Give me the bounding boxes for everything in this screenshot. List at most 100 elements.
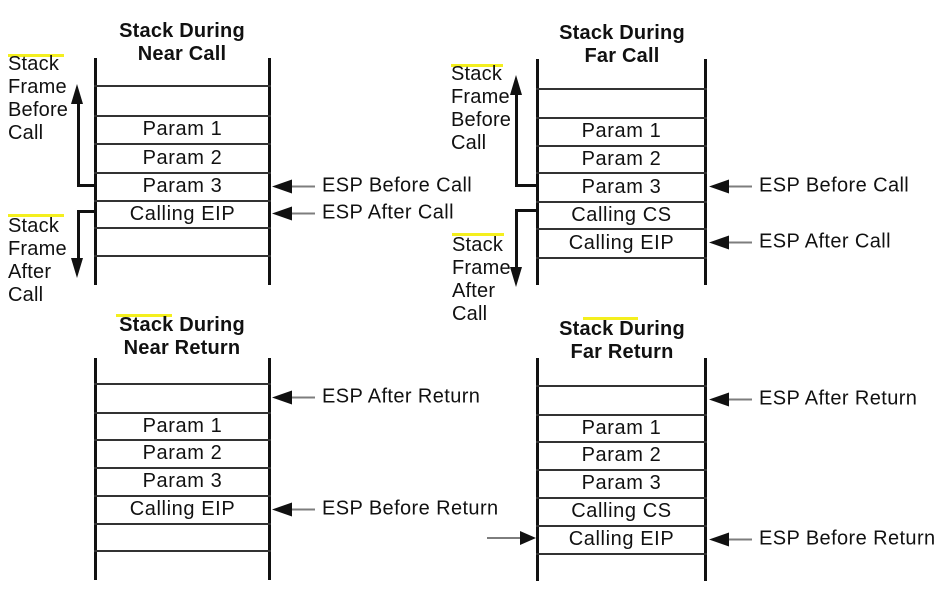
stack-cell-calling-eip: Calling EIP [568, 232, 675, 254]
frame-label-line: Frame [8, 238, 67, 260]
arrow-left-icon [272, 206, 292, 220]
row-line [536, 117, 707, 119]
row-line [536, 553, 707, 555]
arrow-line [292, 508, 315, 510]
frame-label-line: Call [8, 122, 44, 144]
far-call-title-line1: Stack During [559, 22, 685, 44]
frame-label-line: Stack [452, 234, 504, 256]
frame-label-line: After [452, 280, 496, 302]
row-line [94, 143, 271, 145]
row-line [536, 525, 707, 527]
frame-after-call-label: Stack Frame After Call [452, 234, 511, 326]
near-call-stack-right-edge [268, 58, 271, 285]
highlight-mark [116, 314, 172, 317]
frame-label-line: Before [451, 109, 512, 131]
esp-after-call-label: ESP After Call [759, 230, 891, 253]
stack-cell-calling-eip: Calling EIP [568, 528, 675, 550]
frame-before-bracket [77, 102, 80, 186]
row-line [536, 172, 707, 174]
frame-before-call-label: Stack Frame Before Call [8, 53, 68, 145]
near-return-title-line1: Stack During [119, 314, 245, 336]
frame-label-line: Stack [8, 53, 60, 75]
arrow-line [729, 398, 752, 400]
stack-cell-calling-eip: Calling EIP [129, 203, 236, 225]
arrow-left-icon [709, 392, 729, 406]
esp-before-call-annotation: ESP Before Call [272, 175, 472, 198]
arrow-left-icon [709, 235, 729, 249]
esp-after-return-annotation: ESP After Return [709, 388, 917, 411]
esp-before-return-label: ESP Before Return [322, 497, 499, 520]
far-call-title: Stack During Far Call [522, 22, 722, 68]
stack-cell-param2: Param 2 [142, 147, 223, 169]
esp-after-return-label: ESP After Return [759, 387, 918, 410]
frame-label-line: Frame [8, 76, 67, 98]
stack-cell-param1: Param 1 [142, 415, 223, 437]
row-line [536, 441, 707, 443]
stack-cell-param3: Param 3 [142, 175, 223, 197]
stack-cell-param3: Param 3 [142, 470, 223, 492]
stack-cell-calling-cs: Calling CS [571, 500, 672, 522]
frame-before-bracket [515, 93, 518, 186]
row-line [94, 255, 271, 257]
row-line [536, 88, 707, 90]
esp-before-call-label: ESP Before Call [322, 174, 473, 197]
frame-before-call-label: Stack Frame Before Call [451, 63, 511, 155]
row-line [536, 497, 707, 499]
row-line [94, 467, 271, 469]
frame-label-line: Call [451, 132, 487, 154]
frame-label-line: Before [8, 99, 69, 121]
near-call-title-line2: Near Call [137, 43, 227, 65]
row-line [536, 228, 707, 230]
arrow-line [729, 185, 752, 187]
arrow-left-icon [272, 502, 292, 516]
row-line [94, 439, 271, 441]
esp-after-call-annotation: ESP After Call [272, 202, 454, 225]
row-line [536, 145, 707, 147]
esp-before-call-annotation: ESP Before Call [709, 175, 909, 198]
highlight-mark [583, 317, 638, 320]
row-line [94, 550, 271, 552]
esp-before-return-annotation: ESP Before Return [272, 498, 499, 521]
esp-before-return-label: ESP Before Return [759, 527, 936, 550]
row-line [536, 385, 707, 387]
arrow-line [292, 185, 315, 187]
stack-cell-calling-cs: Calling CS [571, 204, 672, 226]
frame-label-line: Stack [451, 63, 503, 85]
near-call-title-line1: Stack During [119, 20, 245, 42]
highlight-mark [8, 54, 64, 57]
row-line [94, 227, 271, 229]
esp-after-call-annotation: ESP After Call [709, 231, 891, 254]
esp-before-return-annotation: ESP Before Return [709, 528, 936, 551]
arrow-down-icon [510, 267, 522, 287]
near-call-title: Stack During Near Call [82, 20, 282, 66]
stack-cell-param1: Param 1 [142, 118, 223, 140]
frame-label-line: Frame [451, 86, 510, 108]
frame-after-bracket-foot [77, 210, 96, 213]
arrow-line [487, 537, 521, 539]
frame-after-bracket [77, 210, 80, 260]
esp-after-return-label: ESP After Return [322, 385, 481, 408]
frame-label-line: After [8, 261, 52, 283]
arrow-right-icon [520, 531, 536, 545]
row-line [536, 469, 707, 471]
near-return-stack-right-edge [268, 358, 271, 580]
row-line [94, 172, 271, 174]
row-line [536, 257, 707, 259]
arrow-line [729, 241, 752, 243]
esp-after-call-label: ESP After Call [322, 201, 454, 224]
row-line [94, 523, 271, 525]
row-line [94, 200, 271, 202]
frame-label-line: Frame [452, 257, 511, 279]
far-return-title-line2: Far Return [570, 341, 674, 363]
esp-after-return-annotation: ESP After Return [272, 386, 480, 409]
near-call-stack-left-edge [94, 58, 97, 285]
frame-label-line: Call [8, 284, 44, 306]
arrow-down-icon [71, 258, 83, 278]
row-line [94, 495, 271, 497]
stack-cell-param2: Param 2 [142, 442, 223, 464]
highlight-mark [452, 233, 504, 236]
